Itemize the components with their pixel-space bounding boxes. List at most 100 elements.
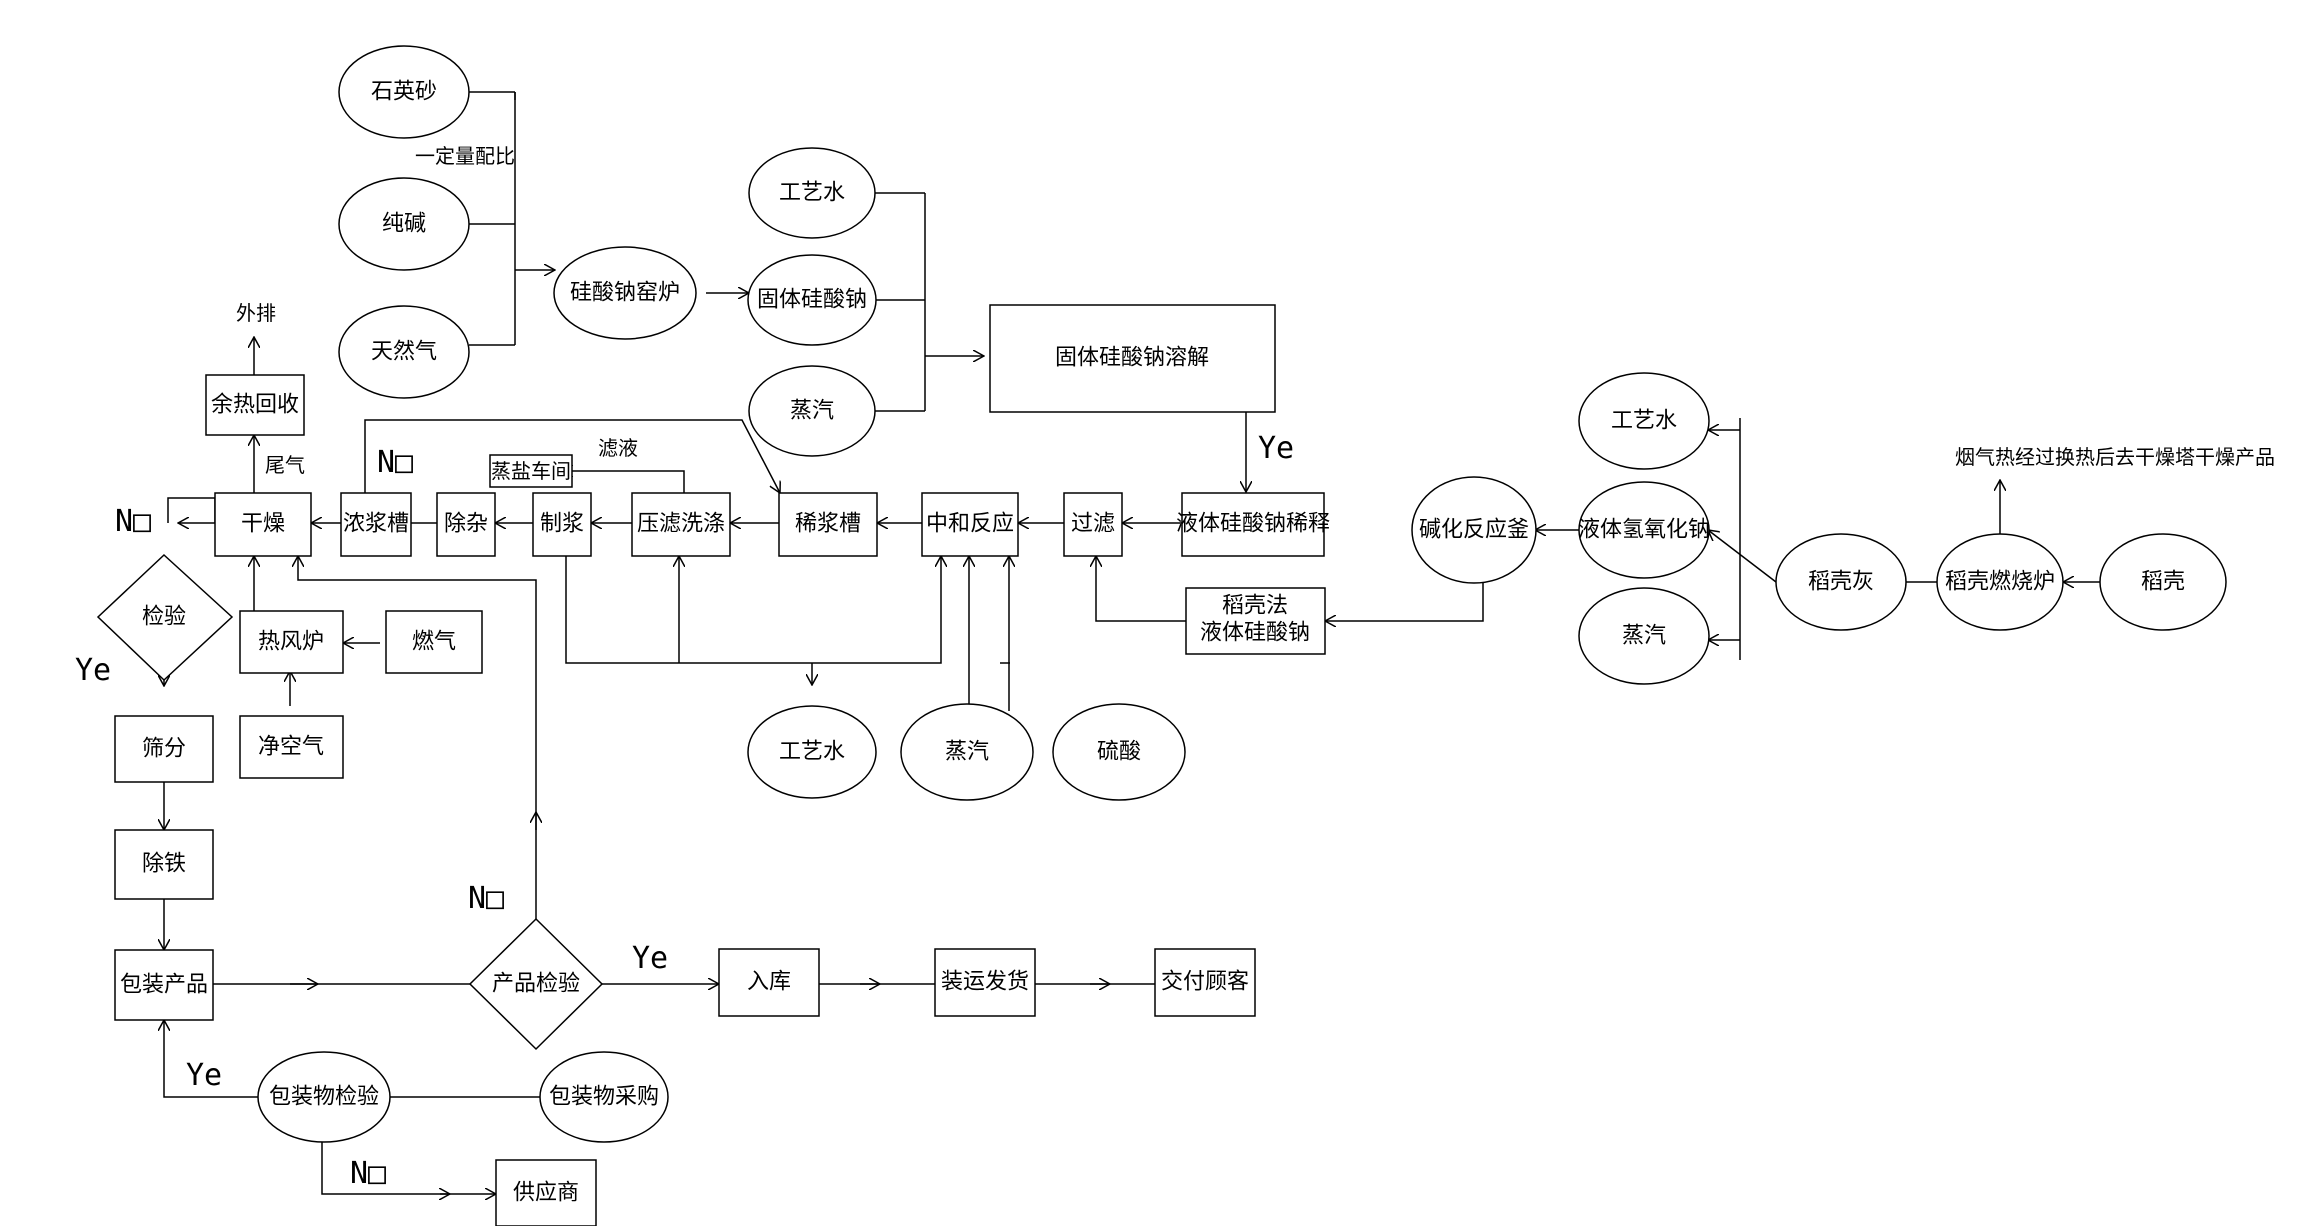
node-evaporation-workshop-label: 蒸盐车间 <box>491 459 571 483</box>
node-steam-3: 蒸汽 <box>1578 587 1710 685</box>
node-steam-1: 蒸汽 <box>748 365 876 457</box>
node-quartz-sand-label: 石英砂 <box>371 80 437 105</box>
exhaust-group: 余热回收 外排 尾气 <box>205 301 305 477</box>
node-iron-removal-label: 除铁 <box>142 852 186 877</box>
annotation-ratio: 一定量配比 <box>415 144 515 168</box>
annotation-exhaust: 外排 <box>236 301 276 325</box>
label-no-drying: N□ <box>115 504 151 539</box>
node-deliver-customer-label: 交付顾客 <box>1161 970 1249 995</box>
raw-materials-group: 石英砂 一定量配比 纯碱 天然气 硅酸钠窑炉 <box>338 45 697 399</box>
node-neutralization: 中和反应 <box>921 492 1019 557</box>
node-rice-husk-silicate-line2: 液体硅酸钠 <box>1200 621 1310 646</box>
node-steam-3-label: 蒸汽 <box>1622 624 1666 649</box>
node-natural-gas-label: 天然气 <box>371 340 437 365</box>
node-filtration-label: 过滤 <box>1071 512 1115 537</box>
node-warehousing-label: 入库 <box>747 970 791 995</box>
node-soda-ash-label: 纯碱 <box>382 212 426 237</box>
node-screening: 筛分 <box>114 715 214 783</box>
node-packaging-inspection: 包装物检验 <box>257 1051 391 1143</box>
node-deliver-customer: 交付顾客 <box>1154 948 1256 1017</box>
node-filtration: 过滤 <box>1063 492 1123 557</box>
node-press-filter-wash-label: 压滤洗涤 <box>637 512 725 537</box>
node-process-water-3: 工艺水 <box>1578 372 1710 470</box>
node-impurity-removal-label: 除杂 <box>444 512 488 537</box>
annotation-flue-gas-note: 烟气热经过换热后去干燥塔干燥产品 <box>1955 445 2275 469</box>
node-package-product: 包装产品 <box>114 949 214 1021</box>
main-process-line: 液体硅酸钠稀释 过滤 中和反应 稀浆槽 压滤洗涤 蒸盐车间 滤液 制浆 <box>115 436 1330 557</box>
node-supplier-label: 供应商 <box>513 1181 579 1206</box>
node-solid-silicate-dissolve-label: 固体硅酸钠溶解 <box>1055 346 1209 371</box>
node-warehousing: 入库 <box>718 948 820 1017</box>
node-husk-furnace: 稻壳燃烧炉 <box>1936 533 2064 631</box>
node-fuel-gas-label: 燃气 <box>412 630 456 655</box>
node-natural-gas: 天然气 <box>338 305 470 399</box>
label-no-packaging: N□ <box>350 1156 386 1191</box>
node-packaging-purchase-label: 包装物采购 <box>549 1085 659 1110</box>
node-solid-silicate: 固体硅酸钠 <box>747 254 877 346</box>
label-no-product-inspection: N□ <box>468 881 504 916</box>
label-yes-dissolve: Ye <box>1258 431 1294 466</box>
quality-column: 检验 Ye 热风炉 燃气 净空气 筛分 除铁 包装产品 <box>75 553 483 1021</box>
node-process-water-2: 工艺水 <box>747 705 877 799</box>
shipping-line: 产品检验 N□ Ye 入库 装运发货 交付顾客 <box>468 881 1256 1051</box>
node-evaporation-workshop: 蒸盐车间 <box>489 454 573 488</box>
node-liquid-silicate-dilution-label: 液体硅酸钠稀释 <box>1176 512 1330 537</box>
node-slurry-making-label: 制浆 <box>540 512 584 537</box>
rice-husk-route: 稻壳法 液体硅酸钠 碱化反应釜 工艺水 液体氢氧化钠 蒸汽 稻壳灰 稻壳燃烧炉 <box>1185 372 2275 685</box>
label-no-conc-tank: N□ <box>377 445 413 480</box>
node-process-water-2-label: 工艺水 <box>779 740 845 765</box>
node-drying: 干燥 <box>214 492 312 557</box>
annotation-filtrate: 滤液 <box>598 436 638 460</box>
node-husk-furnace-label: 稻壳燃烧炉 <box>1945 570 2055 595</box>
node-rice-husk: 稻壳 <box>2099 533 2227 631</box>
node-dilute-slurry-tank: 稀浆槽 <box>778 492 878 557</box>
connectors <box>164 91 2100 1194</box>
node-alkali-reactor: 碱化反应釜 <box>1411 476 1537 584</box>
node-soda-ash: 纯碱 <box>338 177 470 271</box>
node-quartz-sand: 石英砂 <box>338 45 470 139</box>
node-liquid-naoh: 液体氢氧化钠 <box>1578 481 1710 579</box>
node-waste-heat-recovery: 余热回收 <box>205 374 305 436</box>
node-rice-husk-silicate-line1: 稻壳法 <box>1222 594 1288 619</box>
node-screening-label: 筛分 <box>142 737 186 762</box>
label-yes-inspection: Ye <box>75 653 111 688</box>
node-product-inspection-label: 产品检验 <box>492 972 580 997</box>
node-rice-husk-ash-label: 稻壳灰 <box>1808 570 1874 595</box>
node-liquid-silicate-dilution: 液体硅酸钠稀释 <box>1176 492 1330 557</box>
node-hot-air-furnace-label: 热风炉 <box>258 630 324 655</box>
node-packaging-inspection-label: 包装物检验 <box>269 1085 379 1110</box>
label-yes-packaging: Ye <box>186 1058 222 1093</box>
node-packaging-purchase: 包装物采购 <box>539 1051 669 1143</box>
node-package-product-label: 包装产品 <box>120 973 208 998</box>
node-drying-label: 干燥 <box>241 512 285 537</box>
node-slurry-making: 制浆 <box>532 492 592 557</box>
node-rice-husk-silicate: 稻壳法 液体硅酸钠 <box>1185 587 1326 655</box>
node-sulfuric-acid-label: 硫酸 <box>1097 740 1141 765</box>
node-steam-1-label: 蒸汽 <box>790 399 834 424</box>
annotation-tail-gas: 尾气 <box>265 453 305 477</box>
label-yes-product-inspection: Ye <box>632 941 668 976</box>
node-rice-husk-label: 稻壳 <box>2141 570 2185 595</box>
node-process-water-3-label: 工艺水 <box>1611 409 1677 434</box>
node-solid-silicate-label: 固体硅酸钠 <box>757 288 867 313</box>
node-supplier: 供应商 <box>495 1159 597 1226</box>
node-process-water-1-label: 工艺水 <box>779 181 845 206</box>
node-rice-husk-ash: 稻壳灰 <box>1775 533 1907 631</box>
node-steam-2: 蒸汽 <box>900 703 1034 801</box>
node-shipping-label: 装运发货 <box>941 970 1029 995</box>
packaging-group: 包装物检验 包装物采购 Ye N□ 供应商 <box>186 1051 669 1226</box>
node-alkali-reactor-label: 碱化反应釜 <box>1419 518 1529 543</box>
node-clean-air: 净空气 <box>239 715 344 779</box>
node-press-filter-wash: 压滤洗涤 <box>631 492 731 557</box>
node-concentrated-slurry-tank-label: 浓浆槽 <box>343 512 409 537</box>
node-liquid-naoh-label: 液体氢氧化钠 <box>1578 518 1710 543</box>
node-waste-heat-recovery-label: 余热回收 <box>211 393 299 418</box>
node-hot-air-furnace: 热风炉 <box>239 610 344 674</box>
node-clean-air-label: 净空气 <box>258 735 324 760</box>
node-shipping: 装运发货 <box>934 948 1036 1017</box>
node-solid-silicate-dissolve: 固体硅酸钠溶解 <box>989 304 1276 413</box>
node-inspection-label: 检验 <box>142 605 186 630</box>
bottom-inputs-group: 工艺水 蒸汽 硫酸 <box>747 703 1186 801</box>
node-sulfuric-acid: 硫酸 <box>1052 703 1186 801</box>
node-steam-2-label: 蒸汽 <box>945 740 989 765</box>
